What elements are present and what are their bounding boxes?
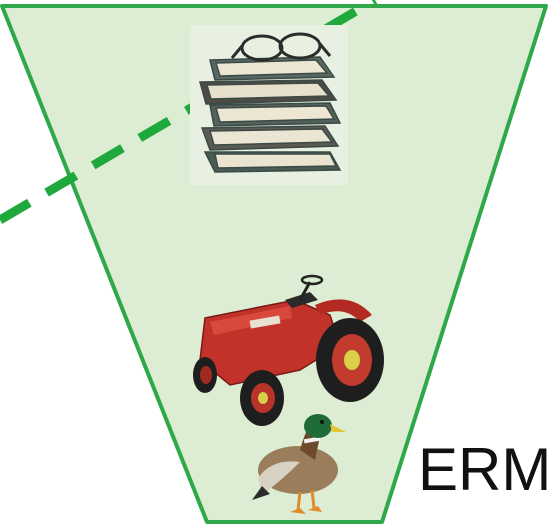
caption-text: ERM: [418, 440, 548, 500]
books-with-glasses-icon: [190, 25, 348, 185]
